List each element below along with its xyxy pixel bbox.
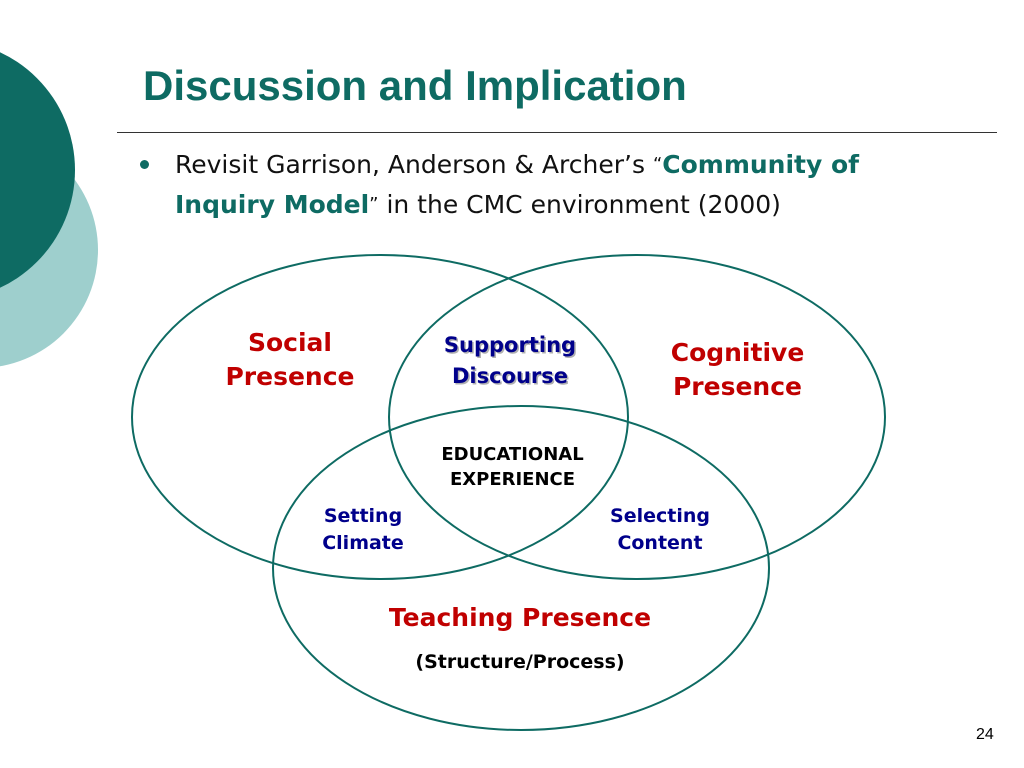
cognitive-presence-label: Cognitive Presence [640,336,835,404]
setting-climate-line-2: Climate [322,532,404,554]
teaching-presence-circle [272,405,770,731]
cognitive-presence-circle [388,254,886,580]
selecting-content-line-1: Selecting [610,505,710,527]
selecting-content-label: Selecting Content [590,503,730,557]
educational-experience-line-2: EXPERIENCE [449,469,576,490]
social-presence-label: Social Presence [200,326,380,394]
supporting-discourse-line-1: Supporting [443,333,577,357]
slide-title: Discussion and Implication [143,62,687,109]
supporting-discourse-line-2: Discourse [451,364,569,388]
setting-climate-label: Setting Climate [298,503,428,557]
bullet-suffix: in the CMC environment (2000) [378,190,781,219]
decorative-circle-dark [0,52,75,288]
educational-experience-label: EDUCATIONAL EXPERIENCE [415,442,610,492]
social-presence-line-2: Presence [225,362,355,391]
setting-climate-line-1: Setting [323,505,403,527]
close-quote: ” [369,194,379,215]
educational-experience-line-1: EDUCATIONAL [441,444,584,465]
supporting-discourse-label: Supporting Discourse [415,330,605,392]
bullet-marker [140,160,149,169]
bullet-point: Revisit Garrison, Anderson & Archer’s “C… [175,145,965,225]
bullet-prefix: Revisit Garrison, Anderson & Archer’s [175,150,653,179]
social-presence-line-1: Social [247,328,332,357]
social-presence-circle [131,254,629,580]
selecting-content-line-2: Content [617,532,703,554]
teaching-presence-subtitle: (Structure/Process) [415,651,625,673]
teaching-presence-label: Teaching Presence [388,603,652,632]
decorative-circles [0,52,98,367]
model-name: Community of Inquiry Model [175,150,860,219]
open-quote: “ [652,154,663,175]
page-number: 24 [976,726,994,743]
title-divider [117,132,997,133]
cognitive-presence-line-2: Presence [672,372,803,401]
cognitive-presence-line-1: Cognitive [670,338,805,367]
